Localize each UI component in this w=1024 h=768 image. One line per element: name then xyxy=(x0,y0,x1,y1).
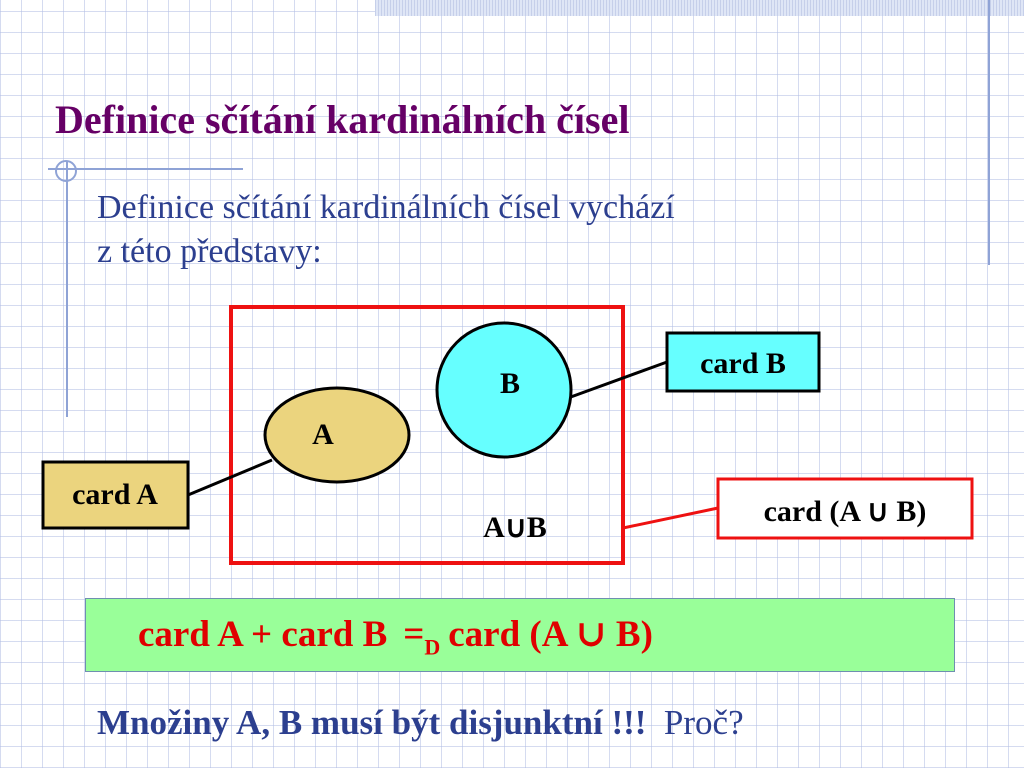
formula-operator: = xyxy=(403,614,425,655)
card-b-label: card B xyxy=(700,347,786,380)
set-a-label: A xyxy=(312,418,334,451)
intro-line-2: z této představy: xyxy=(97,233,322,270)
top-decoration-band xyxy=(375,0,1024,16)
conclusion-statement: Množiny A, B musí být disjunktní !!! xyxy=(97,703,647,742)
card-b-box xyxy=(665,331,821,393)
union-label: A∪B xyxy=(483,511,547,544)
set-a-ellipse xyxy=(263,386,411,484)
set-b-label: B xyxy=(500,367,520,400)
formula-lhs: card A + card B xyxy=(138,614,388,655)
corner-ornament-icon xyxy=(55,160,77,182)
title-underline xyxy=(48,168,243,170)
card-union-label: card (A ∪ B) xyxy=(764,495,927,528)
conclusion-question: Proč? xyxy=(663,703,744,742)
formula-box xyxy=(85,598,955,672)
card-union-connector xyxy=(622,506,719,530)
slide-title: Definice sčítání kardinálních čísel xyxy=(55,97,630,142)
intro-line-1: Definice sčítání kardinálních čísel vych… xyxy=(97,189,675,226)
card-a-box xyxy=(41,460,190,530)
left-decoration-line xyxy=(66,162,68,417)
intro-text: Definice sčítání kardinálních čísel vych… xyxy=(97,186,917,274)
card-union-box xyxy=(716,477,974,540)
card-a-connector xyxy=(187,458,273,497)
formula-operator-subscript: D xyxy=(424,634,441,660)
card-b-connector xyxy=(567,360,668,400)
right-decoration-line xyxy=(988,0,990,265)
card-a-label: card A xyxy=(72,478,158,511)
union-rectangle xyxy=(229,305,625,565)
conclusion-text: Množiny A, B musí být disjunktní !!! Pro… xyxy=(97,703,744,743)
set-b-circle xyxy=(435,321,573,459)
formula-rhs: card (A ∪ B) xyxy=(448,614,653,655)
